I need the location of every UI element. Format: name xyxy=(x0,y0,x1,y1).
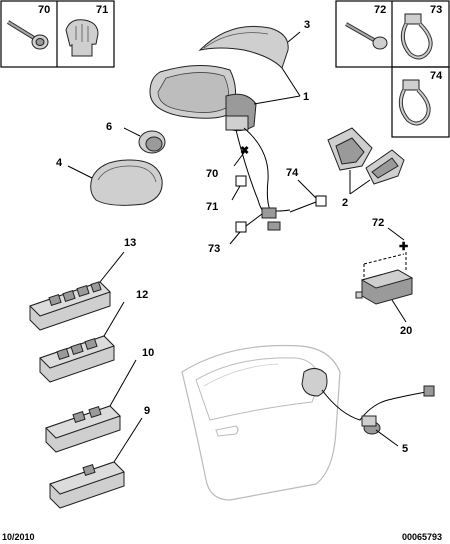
leader-13 xyxy=(99,251,125,283)
leader-72 xyxy=(387,227,405,241)
switch-panel-13 xyxy=(29,281,111,331)
leader-73b xyxy=(245,213,263,227)
callout-9: 9 xyxy=(144,405,150,417)
leader-70 xyxy=(233,149,247,167)
footer-date: 10/2010 xyxy=(2,532,35,542)
leader-73 xyxy=(229,231,241,245)
leader-6 xyxy=(123,127,141,137)
screw-72-icon xyxy=(345,22,388,50)
bracket-2b xyxy=(365,149,405,185)
harness-connector xyxy=(261,207,277,219)
callout-74: 74 xyxy=(430,70,443,82)
callout-71-main: 71 xyxy=(206,201,218,213)
leader-2b xyxy=(349,179,371,195)
callout-12: 12 xyxy=(136,289,148,301)
mirror-harness-b xyxy=(235,129,271,219)
screw-70-icon xyxy=(6,20,49,50)
callout-4: 4 xyxy=(56,157,63,169)
cable-tie-74-icon xyxy=(398,79,431,126)
switch-panel-10 xyxy=(45,405,121,453)
square-symbol-73 xyxy=(235,221,247,233)
callout-3: 3 xyxy=(304,19,310,31)
callout-72-main: 72 xyxy=(372,217,384,229)
mirror-glass-4 xyxy=(90,159,163,206)
footer-ref: 00065793 xyxy=(402,532,442,542)
switch-panel-9 xyxy=(49,461,125,509)
callout-72: 72 xyxy=(374,4,386,16)
switch-panel-12 xyxy=(39,335,115,383)
callout-1: 1 xyxy=(303,91,309,103)
module-20 xyxy=(355,253,414,305)
leader-20 xyxy=(391,299,407,323)
mirror-assembly-1 xyxy=(149,64,257,132)
square-symbol-71 xyxy=(235,175,247,187)
inset-box-74 xyxy=(391,66,450,138)
callout-6: 6 xyxy=(106,121,112,133)
callout-20: 20 xyxy=(400,325,412,337)
leader-71 xyxy=(231,185,241,201)
leader-12 xyxy=(103,301,125,337)
mirror-cover-3 xyxy=(198,25,289,69)
callout-2: 2 xyxy=(342,197,348,209)
leader-1a xyxy=(253,95,301,105)
leader-9 xyxy=(113,417,143,463)
callout-13: 13 xyxy=(124,237,136,249)
square-symbol-74 xyxy=(315,195,327,207)
bracket-2a xyxy=(327,127,373,171)
callout-5: 5 xyxy=(402,443,408,455)
clip-71-icon xyxy=(65,19,99,57)
sensor-5 xyxy=(361,415,381,435)
callout-73-main: 73 xyxy=(208,243,220,255)
cross-symbol-70: ✖ xyxy=(240,145,249,157)
cable-tie-73-icon xyxy=(400,13,433,60)
sensor-cable xyxy=(321,389,427,421)
callout-10: 10 xyxy=(142,347,154,359)
cap-6 xyxy=(138,130,166,154)
sensor-connector xyxy=(423,385,435,397)
callout-73: 73 xyxy=(430,4,442,16)
leader-5 xyxy=(375,429,399,447)
leader-74 xyxy=(297,179,317,199)
callout-70-main: 70 xyxy=(206,168,218,180)
cross-symbol-72: ✚ xyxy=(399,241,408,253)
car-door-outline xyxy=(181,344,341,501)
mirror-harness xyxy=(243,127,291,212)
callout-74-main: 74 xyxy=(286,167,299,179)
leader-4 xyxy=(67,165,93,179)
leader-3 xyxy=(287,31,301,43)
leader-10 xyxy=(109,359,137,407)
harness-connector-b xyxy=(267,221,281,231)
leader-1b xyxy=(281,67,301,97)
callout-70: 70 xyxy=(38,4,50,16)
callout-71: 71 xyxy=(96,4,108,16)
leader-74b xyxy=(289,201,317,213)
